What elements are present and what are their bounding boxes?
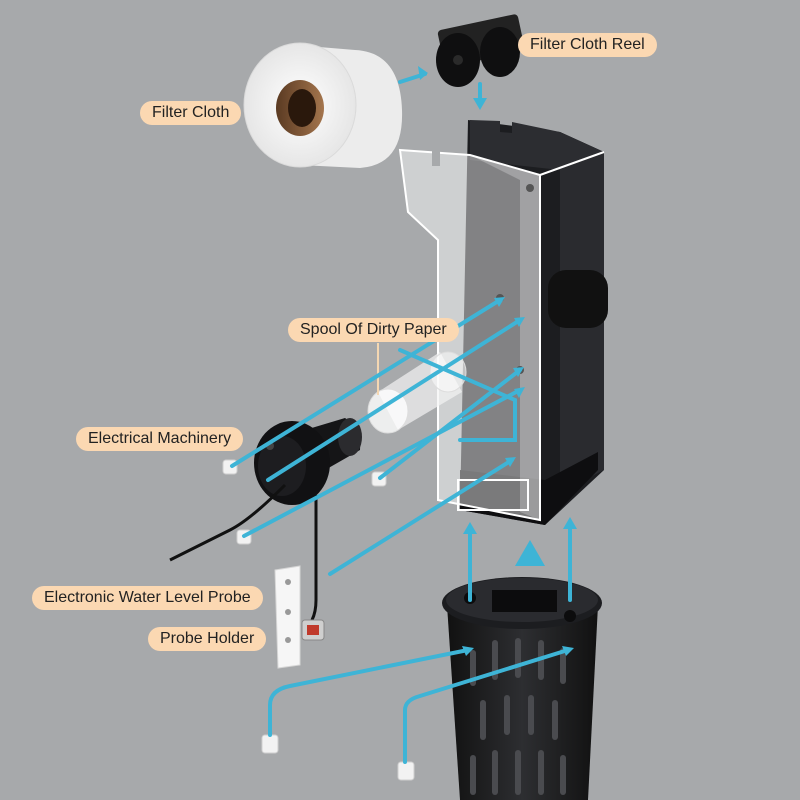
housing: [460, 120, 608, 525]
black-tube: [442, 577, 602, 800]
label-electrical-machinery: Electrical Machinery: [76, 427, 244, 451]
label-spool-of-dirty-paper: Spool Of Dirty Paper: [288, 318, 459, 342]
label-filter-cloth: Filter Cloth: [140, 101, 242, 125]
filter-cloth-reel: [436, 14, 525, 87]
probe-holder: [274, 565, 301, 669]
label-probe-holder: Probe Holder: [148, 627, 267, 651]
filter-cloth-roll: [243, 42, 403, 168]
arrow-heads: [418, 66, 577, 656]
label-filter-cloth-reel: Filter Cloth Reel: [518, 33, 657, 57]
label-water-level-probe: Electronic Water Level Probe: [32, 586, 263, 610]
water-level-probe: [301, 495, 325, 641]
